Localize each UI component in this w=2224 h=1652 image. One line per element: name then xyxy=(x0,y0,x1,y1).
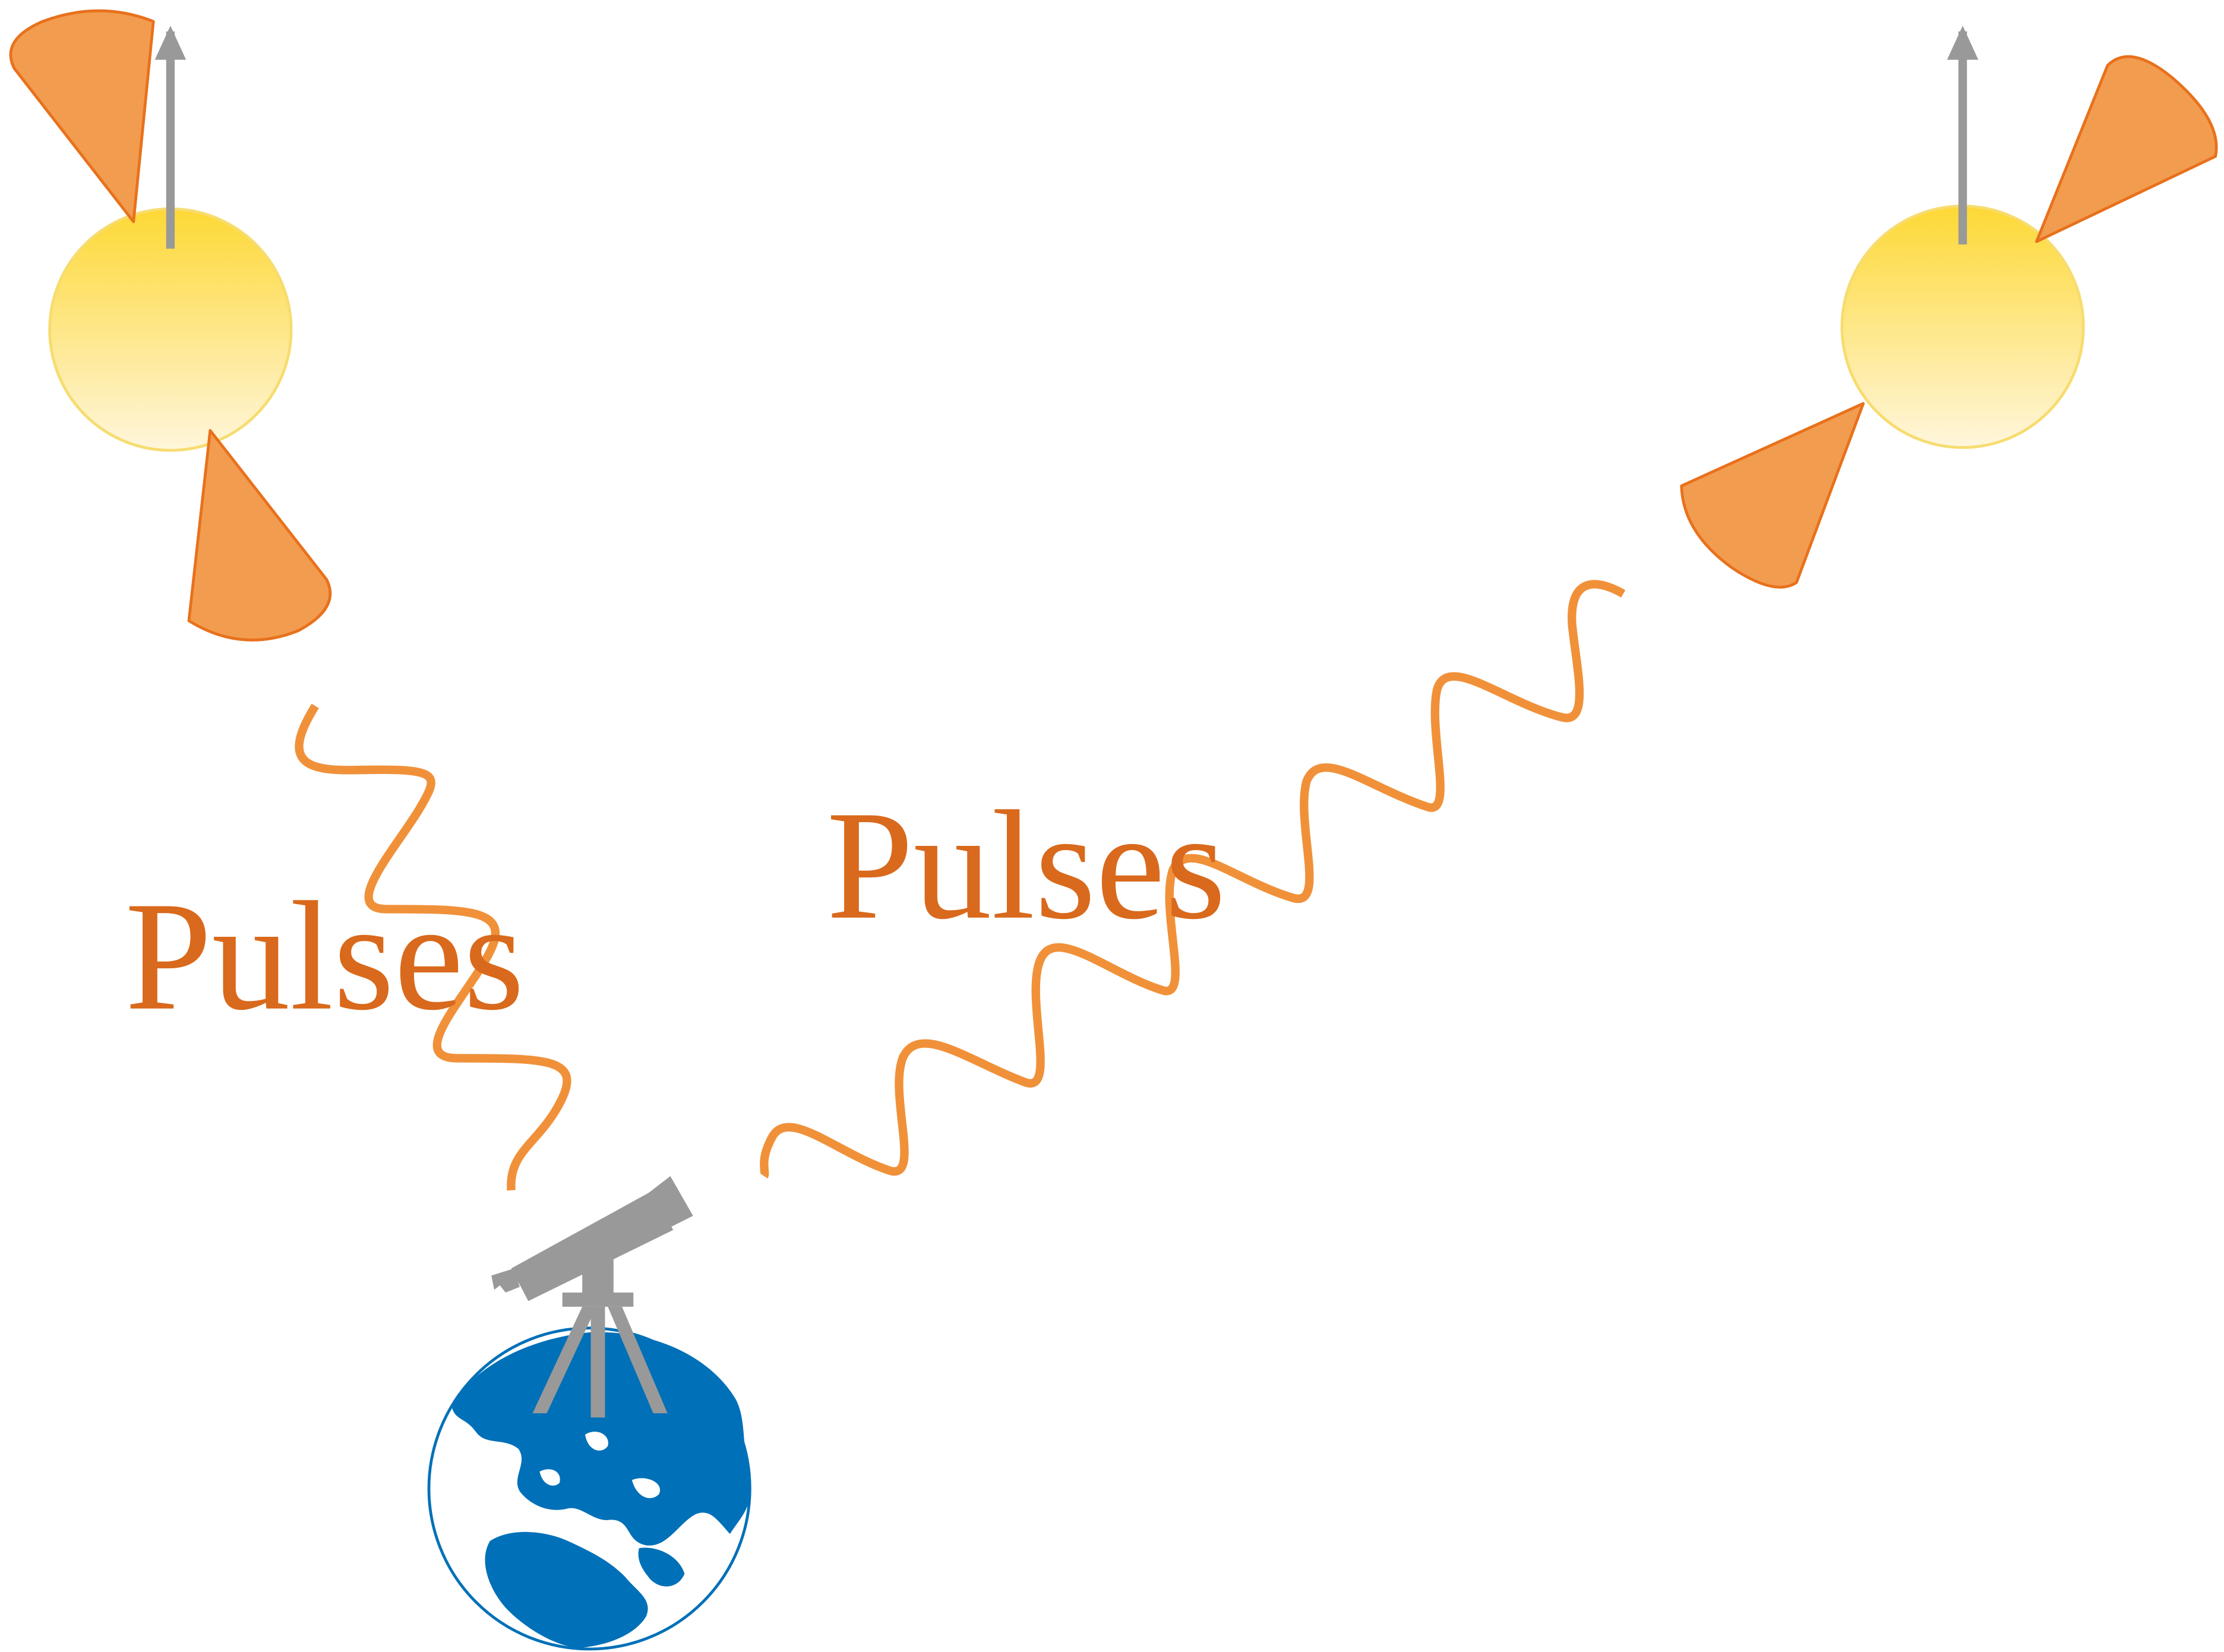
pulsar-right xyxy=(1682,26,2216,587)
pulses-label-right: Pulses xyxy=(826,779,1225,952)
pulsar-left-arrowhead-icon xyxy=(155,26,187,59)
pulsar-left-beam-bottom xyxy=(189,431,330,640)
pulsar-right-beam-bottom xyxy=(1682,403,1863,587)
pulses-label-left: Pulses xyxy=(125,870,524,1043)
pulsar-right-beam-top xyxy=(2036,56,2216,241)
pulsar-left-beam-top xyxy=(11,11,153,222)
pulsar-right-arrowhead-icon xyxy=(1947,26,1979,59)
earth-globe-icon xyxy=(429,1328,751,1649)
pulsar-left xyxy=(11,11,330,640)
